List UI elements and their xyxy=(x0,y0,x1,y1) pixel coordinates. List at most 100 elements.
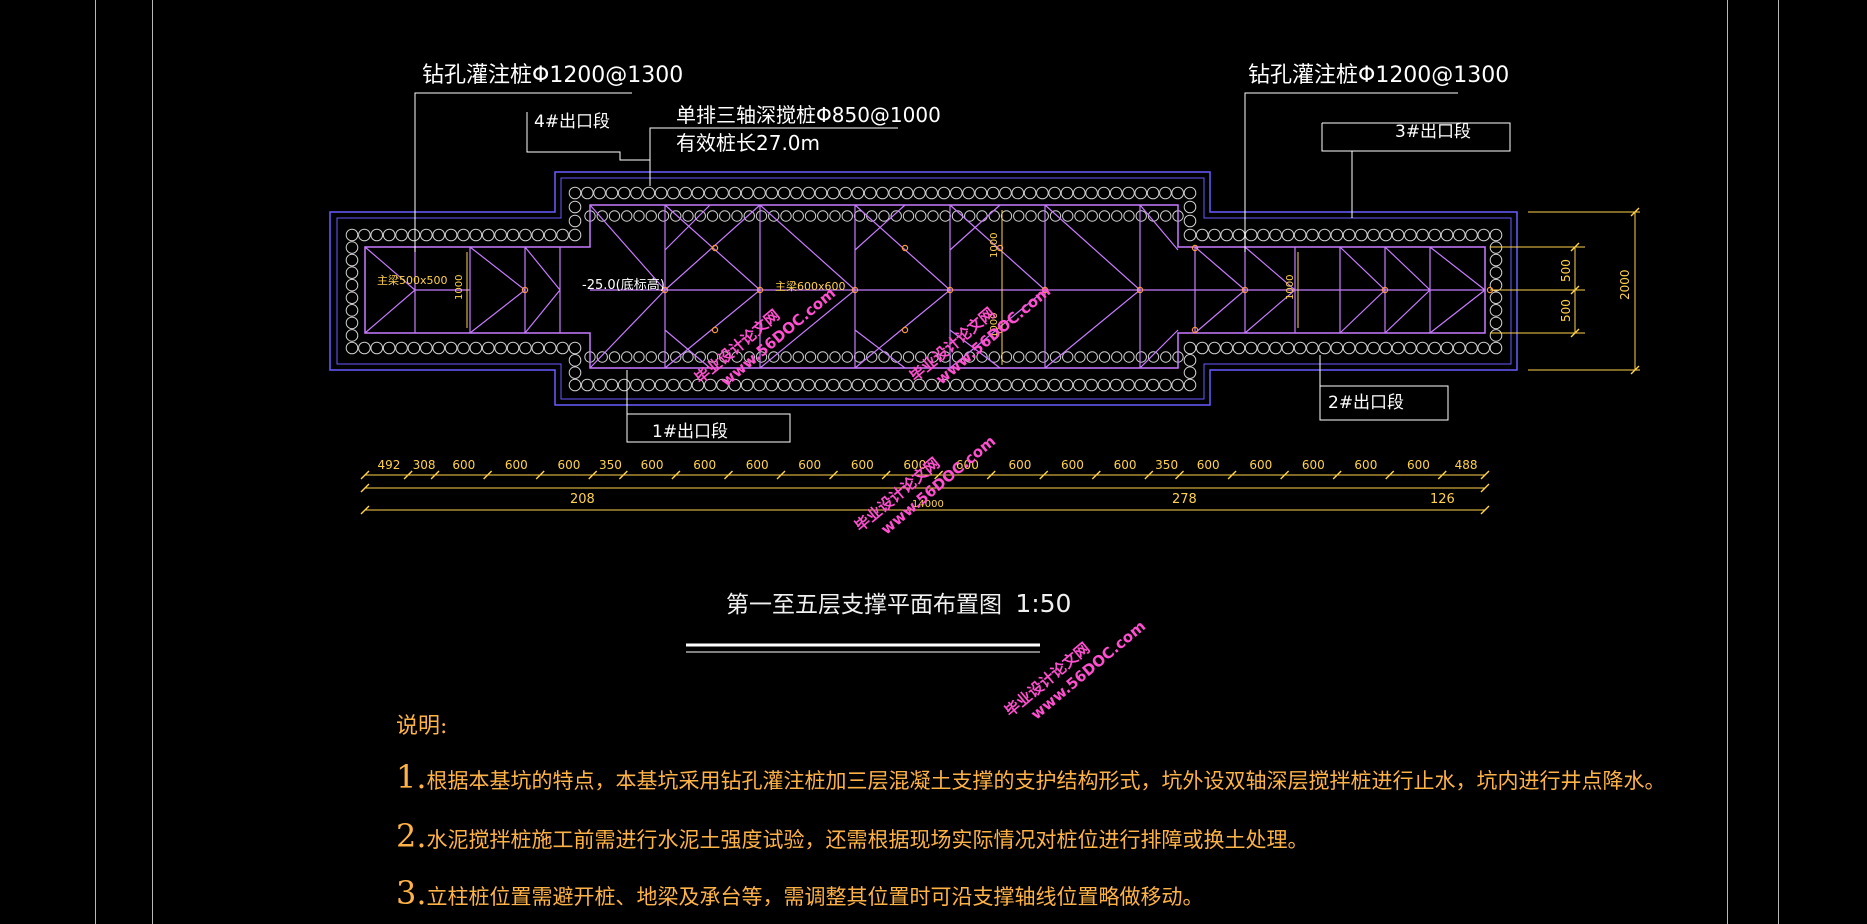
pile-ring xyxy=(1000,210,1013,222)
pile-ring xyxy=(395,228,408,242)
label-pile-left: 钻孔灌注桩Φ1200@1300 xyxy=(422,63,683,88)
pile-ring xyxy=(792,351,804,363)
pile-ring xyxy=(694,351,706,363)
pile-ring xyxy=(1232,341,1246,355)
pile-ring xyxy=(1440,341,1454,355)
pile-ring xyxy=(1183,228,1197,242)
pile-ring xyxy=(1086,210,1098,222)
pile-ring xyxy=(345,341,359,355)
pile-ring xyxy=(1404,228,1417,242)
dim-tick xyxy=(1332,470,1342,480)
label-exit3: 3#出口段 xyxy=(1395,122,1471,142)
pile-ring xyxy=(731,351,743,363)
column-node xyxy=(1136,286,1144,294)
pile-ring xyxy=(1220,341,1234,355)
note-1-text: 根据本基坑的特点，本基坑采用钻孔灌注桩加三层混凝土支撑的支护结构形式，坑外设双轴… xyxy=(426,769,1666,793)
leader-mixing xyxy=(649,127,898,186)
pile-ring xyxy=(1183,341,1197,355)
dim-row-value: 600 xyxy=(798,458,821,472)
pile-ring xyxy=(642,378,656,392)
pile-ring xyxy=(1048,378,1061,392)
pile-ring xyxy=(1062,210,1074,222)
pile-ring xyxy=(608,210,621,222)
pile-ring xyxy=(568,366,582,379)
dim-row-value: 350 xyxy=(599,458,622,472)
pile-ring xyxy=(531,228,545,242)
dim-tick xyxy=(360,470,370,480)
pile-ring xyxy=(494,341,507,355)
pile-ring xyxy=(444,341,458,355)
label-pile-right: 钻孔灌注桩Φ1200@1300 xyxy=(1248,63,1509,88)
pile-ring xyxy=(1269,228,1282,242)
pile-ring xyxy=(704,186,717,200)
pile-ring xyxy=(925,378,939,392)
pile-ring xyxy=(866,351,878,363)
pile-ring xyxy=(1183,378,1197,392)
pile-ring xyxy=(1318,341,1331,355)
pile-ring xyxy=(345,316,359,330)
note-1-number: 1. xyxy=(396,758,427,796)
dim-tick xyxy=(986,470,996,480)
pile-ring xyxy=(716,186,729,200)
pile-ring xyxy=(780,351,792,363)
dim-tick xyxy=(1630,365,1640,375)
pile-ring xyxy=(1489,329,1503,342)
column-node xyxy=(996,326,1004,334)
title-scale: 1:50 xyxy=(1015,589,1072,618)
pile-ring xyxy=(420,341,433,355)
label-beam-left: 主梁500x500 xyxy=(377,273,448,287)
column-node xyxy=(756,286,764,294)
pile-ring xyxy=(1159,186,1172,200)
pile-ring xyxy=(780,210,792,222)
pile-ring xyxy=(382,341,396,355)
pile-ring xyxy=(345,278,359,292)
pile-ring xyxy=(1477,228,1491,242)
pile-ring xyxy=(370,341,384,355)
pile-ring xyxy=(1183,354,1197,367)
pile-ring xyxy=(853,210,866,222)
dim-row-value: 308 xyxy=(413,458,436,472)
pile-ring xyxy=(1062,351,1074,363)
dim-row-value: 488 xyxy=(1455,458,1478,472)
pile-ring xyxy=(1489,304,1503,317)
pile-ring xyxy=(829,351,841,363)
pile-ring xyxy=(432,228,446,242)
dim-tick xyxy=(1227,470,1237,480)
pile-ring xyxy=(568,214,582,228)
pile-ring xyxy=(691,378,705,392)
pile-ring xyxy=(900,186,914,200)
label-effective-length: 有效桩长27.0m xyxy=(676,131,820,155)
pile-ring xyxy=(1220,228,1234,242)
pile-ring xyxy=(345,304,359,317)
dim-tick xyxy=(360,483,370,493)
pile-ring xyxy=(469,341,483,355)
pile-ring xyxy=(950,378,963,392)
dim-tick xyxy=(483,470,493,480)
pile-ring xyxy=(827,378,840,392)
dim-tick xyxy=(829,470,839,480)
leaders xyxy=(414,92,1511,443)
pile-ring xyxy=(915,210,927,222)
column-node xyxy=(901,326,909,334)
dim-tick xyxy=(1480,470,1490,480)
dim-row-value: 600 xyxy=(956,458,979,472)
pile-ring xyxy=(743,351,755,363)
pile-ring xyxy=(568,200,582,214)
dim-tick xyxy=(723,470,733,480)
dim-tick xyxy=(1144,470,1154,480)
pile-ring xyxy=(792,210,804,222)
pile-ring xyxy=(974,378,988,392)
pile-ring xyxy=(890,210,902,222)
pile-ring xyxy=(804,351,817,363)
pile-ring xyxy=(706,210,719,222)
column-node xyxy=(1241,286,1249,294)
pile-ring xyxy=(345,329,359,342)
pile-ring xyxy=(1135,210,1147,222)
label-exit1: 1#出口段 xyxy=(652,422,728,442)
pile-ring xyxy=(593,186,606,200)
pile-ring xyxy=(630,378,643,392)
pile-ring xyxy=(937,378,951,392)
pile-ring xyxy=(976,210,988,222)
pile-ring xyxy=(790,186,803,200)
dim-m1000a-text: 1000 xyxy=(989,233,1000,258)
